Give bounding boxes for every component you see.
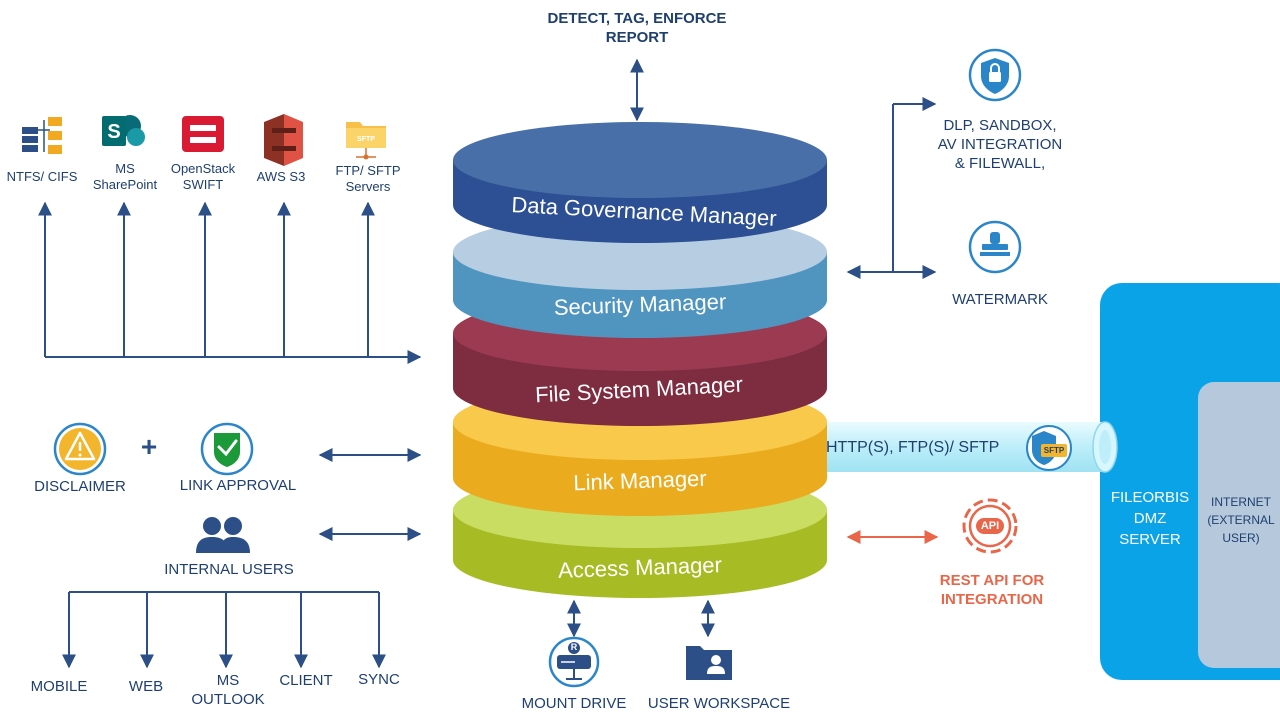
rest-api-label-line-2: INTEGRATION <box>940 591 1044 608</box>
client-label-mobile-line-1: MOBILE <box>30 678 88 695</box>
client-tree <box>62 591 386 669</box>
top-label: DETECT, TAG, ENFORCE REPORT <box>537 9 737 47</box>
top-label-line-2: REPORT <box>605 29 669 46</box>
client-label-client: CLIENT <box>266 671 346 690</box>
pipe-label: HTTP(S), FTP(S)/ SFTP <box>826 439 1000 456</box>
rest-api-label-line-1: REST API FOR <box>939 572 1045 589</box>
user-workspace-icon <box>686 646 732 680</box>
client-label-client-line-1: CLIENT <box>279 672 333 689</box>
dlp-label-line-1: DLP, SANDBOX, <box>943 117 1057 134</box>
sftp-folder-icon: SFTP <box>346 122 386 160</box>
storage-label-ftp-line-2: Servers <box>345 179 391 194</box>
sharepoint-icon: S <box>102 115 145 146</box>
link-approval-label: LINK APPROVAL <box>179 477 297 494</box>
dmz-label: FILEORBIS DMZ SERVER <box>1100 487 1200 550</box>
users-icon <box>196 517 250 553</box>
storage-label-openstack: OpenStack SWIFT <box>163 161 243 193</box>
openstack-icon <box>182 116 224 152</box>
shield-icon <box>968 48 1022 102</box>
client-label-ms-outlook: MS OUTLOOK <box>188 671 268 709</box>
mount-badge-label: R <box>570 642 578 652</box>
mount-drive-icon <box>548 636 600 688</box>
approval-shield-icon <box>200 422 254 476</box>
plus-sign: + <box>140 431 158 462</box>
ntfs-cifs-icon <box>22 117 62 154</box>
top-label-line-1: DETECT, TAG, ENFORCE <box>547 10 727 27</box>
storage-label-ntfs-line-1: NTFS/ CIFS <box>6 169 78 184</box>
svg-text:SFTP: SFTP <box>357 136 375 143</box>
client-label-mobile: MOBILE <box>19 677 99 696</box>
storage-label-ftp-line-1: FTP/ SFTP <box>335 163 401 178</box>
internet-panel <box>1198 382 1280 668</box>
dmz-label-line-1: FILEORBIS <box>1110 489 1190 506</box>
aws-s3-icon <box>264 114 303 166</box>
client-label-ms-outlook-line-2: OUTLOOK <box>191 691 265 708</box>
sftp-shield-icon <box>1026 425 1072 471</box>
client-label-web-line-1: WEB <box>128 678 164 695</box>
storage-label-ntfs: NTFS/ CIFS <box>2 169 82 185</box>
sftp-badge-label: SFTP <box>1043 446 1065 455</box>
storage-label-ftp: FTP/ SFTP Servers <box>328 163 408 195</box>
api-badge-label: API <box>980 520 1000 532</box>
storage-label-sharepoint-line-2: SharePoint <box>92 177 158 192</box>
watermark-stamp-icon <box>968 220 1022 274</box>
dlp-label-line-2: AV INTEGRATION <box>937 136 1063 153</box>
mount-drive-label: MOUNT DRIVE <box>521 695 627 712</box>
internet-label: INTERNET (EXTERNAL USER) <box>1202 493 1280 547</box>
client-label-sync-line-1: SYNC <box>358 671 400 688</box>
internal-users-label: INTERNAL USERS <box>164 561 294 578</box>
rest-api-label: REST API FOR INTEGRATION <box>917 571 1067 609</box>
client-label-sync: SYNC <box>339 670 419 689</box>
storage-label-sharepoint: MS SharePoint <box>85 161 165 193</box>
client-label-ms-outlook-line-1: MS <box>216 672 240 689</box>
storage-label-openstack-line-2: SWIFT <box>182 177 224 192</box>
internet-label-line-3: USER) <box>1222 531 1260 545</box>
warning-icon <box>53 422 107 476</box>
svg-text:S: S <box>107 121 120 143</box>
watermark-label: WATERMARK <box>952 291 1048 308</box>
internet-label-line-2: (EXTERNAL <box>1207 513 1275 527</box>
storage-label-aws-line-1: AWS S3 <box>256 169 306 184</box>
dmz-label-line-2: DMZ <box>1133 510 1167 527</box>
storage-connectors <box>38 201 422 364</box>
dlp-label: DLP, SANDBOX, AV INTEGRATION & FILEWALL, <box>930 116 1070 173</box>
storage-label-sharepoint-line-1: MS <box>115 161 135 176</box>
user-workspace-label: USER WORKSPACE <box>647 695 791 712</box>
storage-label-aws: AWS S3 <box>241 169 321 185</box>
internet-label-line-1: INTERNET <box>1211 495 1271 509</box>
layer-data-governance-manager <box>453 122 827 243</box>
api-gear-icon <box>962 498 1018 554</box>
storage-label-openstack-line-1: OpenStack <box>170 161 236 176</box>
dmz-label-line-3: SERVER <box>1119 531 1181 548</box>
security-connectors <box>846 97 937 279</box>
dlp-label-line-3: & FILEWALL, <box>954 155 1046 172</box>
client-label-web: WEB <box>106 677 186 696</box>
disclaimer-label: DISCLAIMER <box>34 478 126 495</box>
